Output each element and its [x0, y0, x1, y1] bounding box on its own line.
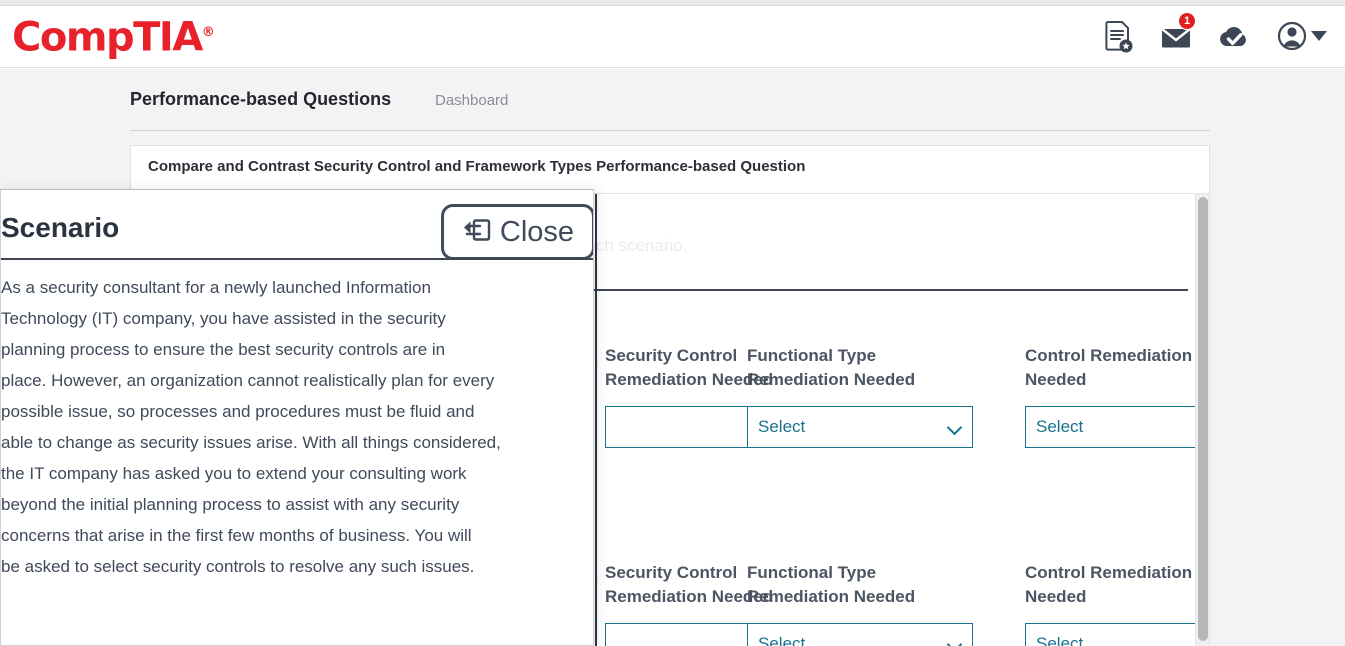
column-label: Security Control Remediation Needed: [605, 563, 774, 606]
scenario-overlay-panel: Scenario Close As a security consultant …: [0, 189, 594, 646]
scenario-title: Scenario: [1, 212, 120, 243]
comptia-logo[interactable]: CompTIA®: [12, 10, 215, 61]
logo-text: CompTIA: [12, 14, 203, 61]
header-icon-group: 1: [1101, 12, 1327, 54]
close-button-label: Close: [499, 216, 575, 248]
select-control-row2[interactable]: Select: [1025, 623, 1209, 646]
instruction-divider: [148, 289, 1188, 291]
back-arrow-box-icon: [462, 216, 492, 249]
select-control-row1[interactable]: Select: [1025, 406, 1209, 448]
envelope-badge-count: 1: [1178, 12, 1196, 30]
column-label: Control Remediation Needed: [1025, 346, 1193, 389]
scenario-line: planning process to ensure the best secu…: [1, 340, 446, 359]
cloud-check-icon[interactable]: [1217, 18, 1251, 54]
scenario-line: place. However, an organization cannot r…: [1, 371, 495, 390]
answer-cell-control: Control Remediation Needed Select: [1025, 344, 1209, 448]
scenario-line: beyond the initial planning process to a…: [1, 495, 460, 514]
scenario-line: be asked to select security controls to …: [1, 557, 475, 576]
scrollbar-thumb[interactable]: [1198, 197, 1208, 641]
column-label: Control Remediation Needed: [1025, 563, 1193, 606]
scenario-line: As a security consultant for a newly lau…: [1, 278, 431, 297]
select-functional-type-row2[interactable]: Select: [747, 623, 973, 646]
tab-bar: Performance-based Questions Dashboard: [130, 77, 1210, 131]
vertical-scrollbar[interactable]: [1195, 194, 1209, 646]
column-separator: [595, 344, 597, 646]
chevron-down-icon: [946, 636, 963, 646]
chevron-down-icon: [946, 419, 963, 436]
window-top-strip: [0, 0, 1345, 6]
close-button[interactable]: Close: [441, 204, 593, 260]
column-separator: [595, 194, 597, 344]
user-avatar-icon[interactable]: [1275, 18, 1309, 54]
scenario-line: Technology (IT) company, you have assist…: [1, 309, 446, 328]
card-divider: [131, 193, 1209, 194]
logo-registered-mark: ®: [201, 25, 215, 40]
scenario-overlay-content: Scenario Close As a security consultant …: [1, 190, 593, 645]
column-label: Functional Type Remediation Needed: [747, 563, 916, 606]
answer-cell-functional-type: Functional Type Remediation Needed Selec…: [747, 344, 973, 448]
question-card-title: Compare and Contrast Security Control an…: [148, 158, 806, 175]
answer-cell-functional-type: Functional Type Remediation Needed Selec…: [747, 561, 973, 646]
account-menu[interactable]: [1275, 18, 1327, 54]
tab-performance-based-questions[interactable]: Performance-based Questions: [130, 89, 392, 109]
scenario-line: concerns that arise in the first few mon…: [1, 526, 472, 545]
answer-row-2: Security Control Remediation Needed Func…: [131, 561, 1209, 646]
app-header: CompTIA® 1: [0, 6, 1345, 68]
scenario-line: the IT company has asked you to extend y…: [1, 464, 467, 483]
scenario-line: possible issue, so processes and procedu…: [1, 402, 475, 421]
scenario-body-text: As a security consultant for a newly lau…: [1, 272, 583, 582]
scenario-divider: [1, 258, 593, 260]
document-star-icon[interactable]: [1101, 18, 1135, 54]
select-functional-type-row1[interactable]: Select: [747, 406, 973, 448]
envelope-icon[interactable]: 1: [1159, 12, 1196, 54]
column-label: Security Control Remediation Needed: [605, 346, 774, 389]
answer-cell-control: Control Remediation Needed Select: [1025, 561, 1209, 646]
answer-row-1: Security Control Remediation Needed Func…: [131, 344, 1209, 561]
tab-dashboard[interactable]: Dashboard: [435, 92, 509, 109]
scenario-line: able to change as security issues arise.…: [1, 433, 501, 452]
column-label: Functional Type Remediation Needed: [747, 346, 916, 389]
chevron-down-icon[interactable]: [1311, 31, 1327, 41]
